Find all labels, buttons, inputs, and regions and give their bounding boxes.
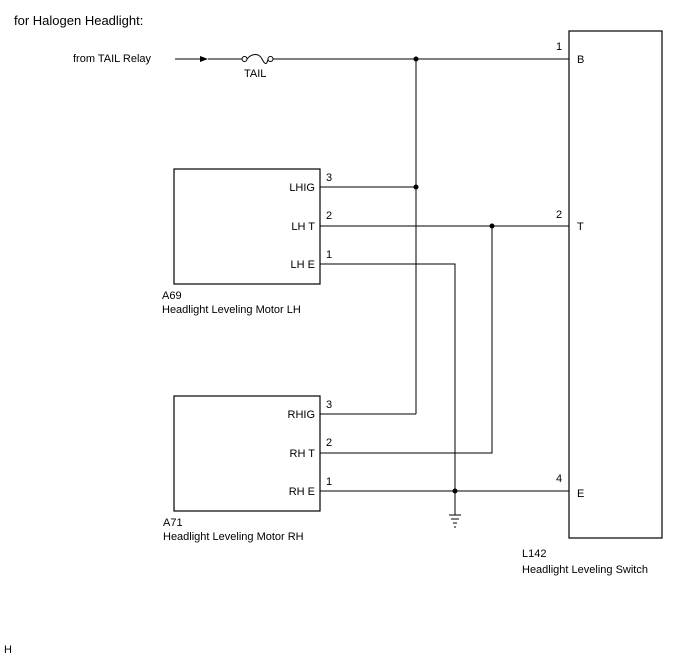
motor-lh-terminal-e: LH E (291, 259, 315, 271)
junction-dot-b (413, 56, 419, 62)
switch-terminal-b: B (577, 54, 584, 66)
motor-rh-pin-t: 2 (326, 437, 332, 449)
switch-terminal-t: T (577, 221, 584, 233)
motor-lh-pin-t: 2 (326, 210, 332, 222)
wire-rh-t (320, 226, 493, 454)
motor-rh-terminal-t: RH T (290, 448, 316, 460)
wire-lh-e (320, 263, 456, 515)
source-label: from TAIL Relay (73, 53, 152, 65)
motor-lh-pin-e: 1 (326, 249, 332, 261)
motor-rh-code: A71 (163, 517, 183, 529)
switch-pin-e: 4 (556, 473, 562, 485)
ground-icon (449, 514, 461, 528)
motor-rh-terminal-ig: RHIG (288, 409, 316, 421)
footer-code: H (4, 644, 12, 656)
switch-terminal-e: E (577, 488, 584, 500)
motor-rh-name: Headlight Leveling Motor RH (163, 531, 304, 543)
switch-pin-t: 2 (556, 209, 562, 221)
motor-lh-pin-ig: 3 (326, 172, 332, 184)
motor-rh-box (173, 395, 321, 512)
junction-dot-e (452, 488, 458, 494)
switch-box (568, 30, 663, 539)
motor-lh-code: A69 (162, 290, 182, 302)
motor-lh-box (173, 168, 321, 285)
motor-rh-pin-e: 1 (326, 476, 332, 488)
tail-fuse-icon (241, 54, 274, 64)
fuse-label: TAIL (244, 68, 266, 80)
switch-pin-b: 1 (556, 41, 562, 53)
motor-lh-name: Headlight Leveling Motor LH (162, 304, 301, 316)
diagram-title: for Halogen Headlight: (14, 13, 143, 28)
motor-rh-terminal-e: RH E (289, 486, 315, 498)
source-arrow-icon (200, 56, 208, 62)
switch-code: L142 (522, 548, 546, 560)
motor-lh-terminal-ig: LHIG (289, 182, 315, 194)
switch-name: Headlight Leveling Switch (522, 564, 648, 576)
motor-rh-pin-ig: 3 (326, 399, 332, 411)
motor-lh-terminal-t: LH T (291, 221, 315, 233)
